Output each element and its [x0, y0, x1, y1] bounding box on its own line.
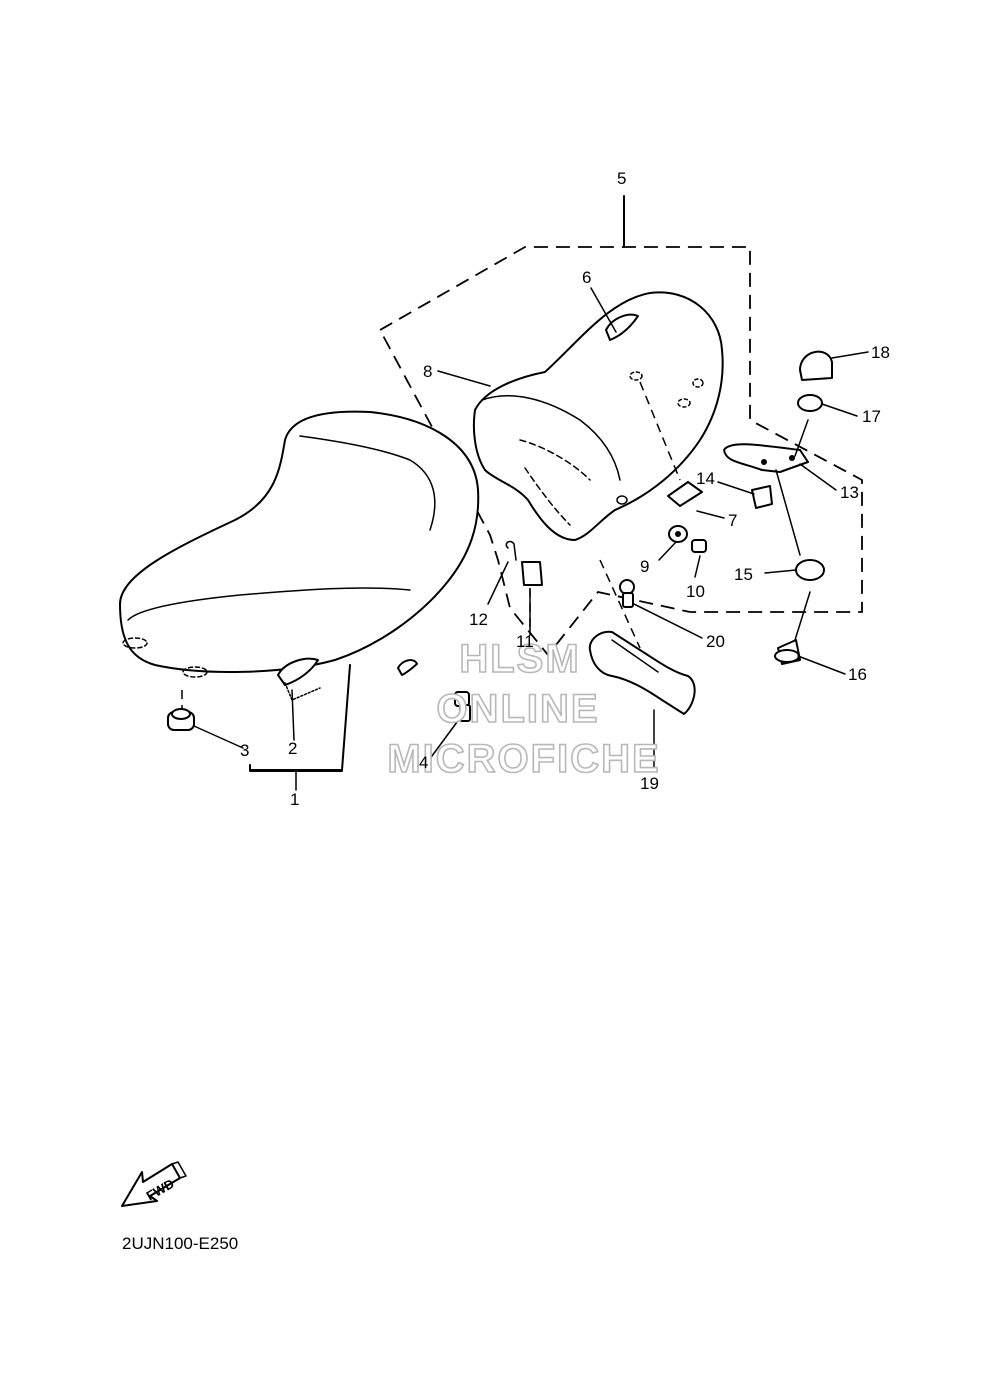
- callout-10: 10: [686, 582, 705, 601]
- callout-15: 15: [734, 565, 753, 584]
- callout-14: 14: [696, 469, 715, 488]
- callout-13: 13: [840, 483, 859, 502]
- rear-seat-assembly-boundary: [378, 195, 863, 657]
- callout-6: 6: [582, 268, 591, 287]
- callout-9: 9: [640, 557, 649, 576]
- callout-8: 8: [423, 362, 432, 381]
- leader-lines: [193, 287, 869, 791]
- callout-2: 2: [288, 739, 297, 758]
- callout-16: 16: [848, 665, 867, 684]
- callout-4: 4: [419, 753, 428, 772]
- watermark-line-2: ONLINE: [436, 687, 599, 731]
- callout-11: 11: [516, 632, 534, 651]
- fwd-arrow-icon: FWD: [121, 1161, 187, 1207]
- callout-7: 7: [728, 511, 737, 530]
- watermark: HLSM ONLINE MICROFICHE: [387, 636, 660, 782]
- callout-20: 20: [706, 632, 725, 651]
- hardware-parts: [167, 350, 833, 731]
- passenger-seat: [472, 291, 724, 541]
- callout-12: 12: [469, 610, 488, 629]
- callout-19: 19: [640, 774, 659, 793]
- callout-5: 5: [617, 169, 626, 188]
- callout-3: 3: [240, 741, 249, 760]
- callout-1: 1: [290, 790, 299, 809]
- watermark-line-3: MICROFICHE: [387, 737, 660, 781]
- callout-17: 17: [862, 407, 881, 426]
- watermark-line-1: HLSM: [459, 637, 580, 681]
- part-code: 2UJN100-E250: [122, 1234, 238, 1253]
- callout-18: 18: [871, 343, 890, 362]
- callouts: 5 6 8 18 17 14 13 7 9 15 10 12 20 11 16 …: [240, 169, 890, 809]
